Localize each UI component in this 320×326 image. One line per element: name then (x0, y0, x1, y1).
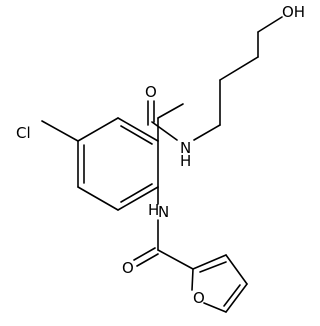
atom-label-hydroxyl: OH (282, 3, 305, 21)
atom-label-hydrogen-bottom: H (148, 201, 159, 219)
bond-chain-1 (193, 124, 221, 141)
bond-ring-double-2 (120, 183, 153, 203)
atom-label-oxygen-top: O (145, 83, 157, 101)
bond-ring-1 (117, 117, 159, 142)
bond-carbonyl-furan (157, 249, 194, 270)
bond-furan-double-1 (199, 261, 227, 273)
chemical-structure-diagram: Cl OH O N H H N O O (16, 3, 305, 313)
bond-furan-4 (203, 302, 227, 313)
atom-label-nitrogen-top: N (180, 139, 191, 157)
bond-furan-2 (225, 254, 248, 285)
furan-ring (191, 254, 248, 313)
bond-furan-1 (192, 254, 227, 270)
atom-label-nitrogen-bottom: N (158, 203, 169, 221)
upper-amide-chain (147, 16, 283, 142)
bond-ring-3 (117, 186, 159, 211)
bond-furan-5 (191, 268, 194, 291)
bond-furan-3 (225, 283, 248, 313)
atom-label-furan-oxygen: O (193, 289, 205, 307)
bond-ring-carbonyl-top-b (157, 103, 184, 119)
bond-carbonyl-oxygen-bottom-2 (136, 253, 159, 267)
bond-chain-5 (257, 16, 283, 33)
bond-ring-4 (77, 186, 119, 211)
lower-amide-chain (133, 186, 194, 270)
bond-ring-chlorine (41, 120, 79, 142)
bond-ring-6 (77, 117, 119, 142)
bond-ring-double-1 (120, 125, 153, 145)
benzene-ring (77, 117, 159, 211)
bond-chain-3 (219, 56, 259, 81)
bond-carbonyl-nitrogen-top (151, 121, 178, 141)
atom-label-chlorine: Cl (16, 124, 31, 142)
atom-label-oxygen-bottom: O (122, 259, 134, 277)
bond-carbonyl-oxygen-bottom-1 (133, 247, 156, 261)
bond-furan-double-2 (223, 284, 241, 307)
atom-label-hydrogen-top: H (180, 152, 191, 170)
